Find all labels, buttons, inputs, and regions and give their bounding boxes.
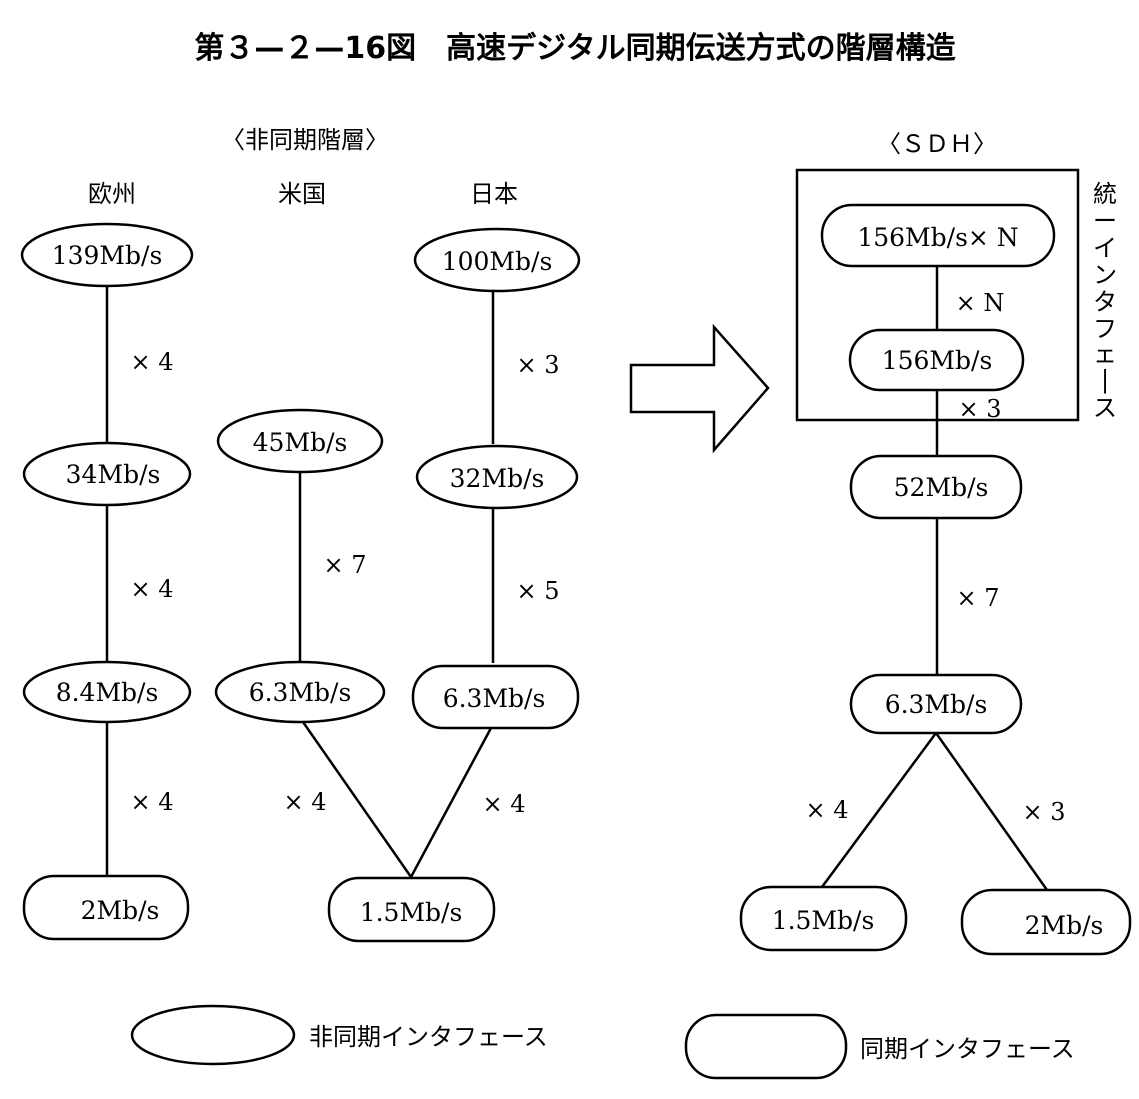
vertical-char: フ xyxy=(1093,315,1117,343)
rate-label: 32Mb/s xyxy=(450,464,545,493)
sync-node-box xyxy=(22,874,190,941)
transition-arrow-icon xyxy=(629,323,770,454)
vertical-char: ェ xyxy=(1093,340,1117,368)
multiplier-label: × 3 xyxy=(516,351,559,379)
async-node-ellipse xyxy=(214,660,386,724)
sdh-connectors xyxy=(820,266,1049,891)
rate-label: 34Mb/s xyxy=(66,460,161,489)
connector-line xyxy=(934,732,1049,891)
rate-label: 6.3Mb/s xyxy=(443,684,546,713)
rate-label: 156Mb/s xyxy=(882,346,993,375)
vertical-char: タ xyxy=(1093,288,1117,316)
legend-async-label: 非同期インタフェース xyxy=(309,1023,548,1051)
multiplier-label: × 4 xyxy=(805,796,848,824)
vertical-char: | xyxy=(1101,366,1109,395)
sync-node-box xyxy=(849,673,1023,735)
sync-node-box xyxy=(411,664,580,730)
column-label-usa: 米国 xyxy=(278,180,326,208)
rate-label: 8.4Mb/s xyxy=(56,678,159,707)
rate-label: 45Mb/s xyxy=(253,428,348,457)
vertical-char: ン xyxy=(1093,261,1117,289)
sync-node-box xyxy=(848,328,1025,392)
async-node-ellipse xyxy=(22,441,192,507)
multiplier-label: × 4 xyxy=(130,575,173,603)
legend-sync-label: 同期インタフェース xyxy=(860,1035,1075,1063)
rate-label: 6.3Mb/s xyxy=(249,678,352,707)
async-node-ellipse xyxy=(216,408,384,474)
sync-node-box xyxy=(960,888,1132,956)
multiplier-label: × N xyxy=(956,289,1005,317)
figure-title: 第３—２—16図 高速デジタル同期伝送方式の階層構造 xyxy=(194,31,955,66)
multiplier-label: × 3 xyxy=(958,395,1001,423)
rate-label: 2Mb/s xyxy=(81,896,160,925)
vertical-char: 統 xyxy=(1093,180,1117,208)
rate-label: 100Mb/s xyxy=(442,247,553,276)
multiplier-label: × 7 xyxy=(956,584,999,612)
rate-label: 6.3Mb/s xyxy=(885,690,988,719)
connector-line xyxy=(301,721,413,878)
rate-label: 2Mb/s xyxy=(1025,911,1104,940)
rate-label: 139Mb/s xyxy=(52,241,163,270)
multiplier-label: × 7 xyxy=(323,551,366,579)
async-node-ellipse xyxy=(413,227,581,293)
sync-node-box xyxy=(849,454,1023,520)
async-heading: 〈非同期階層〉 xyxy=(221,126,389,154)
sdh-heading: 〈ＳＤＨ〉 xyxy=(877,130,997,158)
rate-label: 52Mb/s xyxy=(894,473,989,502)
sync-node-box xyxy=(739,885,908,952)
vertical-char: ス xyxy=(1093,394,1117,422)
column-label-japan: 日本 xyxy=(470,180,518,208)
vertical-char: ー xyxy=(1093,207,1117,235)
column-label-europe: 欧州 xyxy=(88,180,136,208)
async-node-ellipse xyxy=(20,222,194,288)
multiplier-label: × 4 xyxy=(482,790,525,818)
connector-line xyxy=(409,727,493,878)
multiplier-label: × 3 xyxy=(1022,798,1065,826)
connector-line xyxy=(820,732,938,888)
sync-node-box xyxy=(327,876,496,943)
multiplier-label: × 5 xyxy=(516,577,559,605)
sync-node-box xyxy=(820,203,1056,268)
legend-async-symbol xyxy=(130,1004,296,1066)
rate-label: 1.5Mb/s xyxy=(772,906,875,935)
async-node-ellipse xyxy=(22,660,192,724)
vertical-char: イ xyxy=(1093,234,1117,262)
multiplier-label: × 4 xyxy=(283,788,326,816)
async-connectors xyxy=(105,285,495,878)
async-node-ellipse xyxy=(415,444,579,510)
multiplier-label: × 4 xyxy=(130,788,173,816)
legend-sync-symbol xyxy=(684,1013,848,1080)
rate-label: 156Mb/s× N xyxy=(857,223,1018,252)
multiplier-label: × 4 xyxy=(130,348,173,376)
unified-interface-label: 統 ー イ ン タ フ ェ | ス xyxy=(1093,180,1117,422)
rate-label: 1.5Mb/s xyxy=(360,898,463,927)
